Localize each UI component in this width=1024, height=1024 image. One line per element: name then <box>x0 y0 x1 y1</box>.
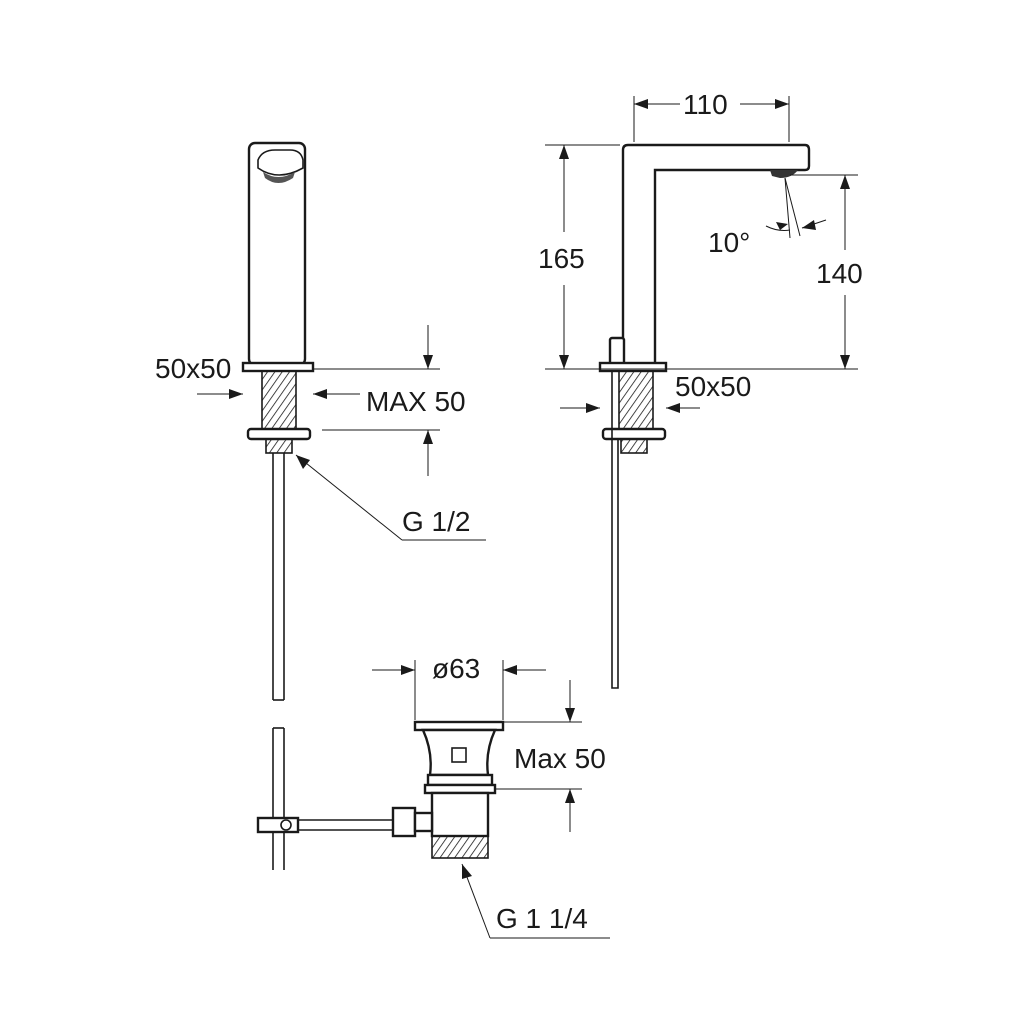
side-flange-arrow-left <box>586 403 600 413</box>
waste-dia-label: ø63 <box>432 653 480 684</box>
side-flange-label: 50x50 <box>675 371 751 402</box>
front-max-arrow-bottom <box>423 430 433 444</box>
waste-max-label: Max 50 <box>514 743 606 774</box>
front-thread-label: G 1/2 <box>402 506 470 537</box>
waste-assembly <box>256 720 505 859</box>
front-spout-outlet <box>257 149 304 176</box>
side-flange-arrow-right <box>666 403 680 413</box>
front-threaded-shank <box>261 370 297 430</box>
side-width-arrow-left <box>634 99 648 109</box>
front-dimensions: 50x50 MAX 50 G 1/2 <box>155 325 486 541</box>
side-supply-connector <box>620 438 648 454</box>
front-supply-connector <box>265 438 293 454</box>
waste-rod-clip-screw <box>280 819 292 831</box>
side-angle-arc-left <box>765 225 791 231</box>
waste-collar <box>426 773 494 787</box>
waste-max-arrow-top <box>565 708 575 722</box>
waste-lower-body <box>430 791 490 838</box>
front-base-flange <box>241 361 315 373</box>
side-base-flange <box>598 361 668 373</box>
front-fixing-nut <box>246 427 312 441</box>
side-view-faucet <box>598 143 811 689</box>
side-height-arrow-top <box>559 145 569 159</box>
waste-dia-arrow-right <box>503 665 517 675</box>
side-popup-lever <box>608 336 626 366</box>
front-max-label: MAX 50 <box>366 386 466 417</box>
side-dimensions: 110 165 140 10° 50x50 <box>538 89 863 413</box>
side-angle-jet <box>784 177 801 237</box>
side-threaded-shank <box>618 370 654 430</box>
side-faucet-body <box>621 143 811 366</box>
waste-max-arrow-bottom <box>565 789 575 803</box>
waste-nut-top <box>423 783 497 795</box>
side-height-arrow-bottom <box>559 355 569 369</box>
waste-thread <box>431 835 489 859</box>
waste-rod-clip <box>256 816 300 834</box>
waste-dimensions: ø63 Max 50 G 1 1/4 <box>372 653 610 939</box>
side-angle-label: 10° <box>708 227 750 258</box>
front-flange-arrow-left <box>229 389 243 399</box>
side-width-arrow-right <box>775 99 789 109</box>
waste-pivot-nut <box>391 806 417 838</box>
side-aerator <box>770 170 798 178</box>
waste-window <box>451 747 467 763</box>
side-popup-rod <box>611 371 619 689</box>
side-width-label: 110 <box>683 89 728 120</box>
side-spout-arrow-top <box>840 175 850 189</box>
front-faucet-body <box>247 141 307 367</box>
side-angle-vertical <box>784 177 791 239</box>
side-angle-arrow-right <box>802 220 816 230</box>
front-thread-arrow <box>296 455 310 469</box>
waste-dia-arrow-left <box>401 665 415 675</box>
front-flange-arrow-right <box>313 389 327 399</box>
front-aerator <box>263 172 295 183</box>
side-spout-arrow-bottom <box>840 355 850 369</box>
front-view-faucet <box>241 141 315 870</box>
side-height-label: 165 <box>538 243 585 274</box>
waste-thread-arrow <box>462 864 472 879</box>
front-flange-label: 50x50 <box>155 353 231 384</box>
waste-thread-label: G 1 1/4 <box>496 903 588 934</box>
waste-upper-body <box>421 728 497 777</box>
side-spout-label: 140 <box>816 258 863 289</box>
waste-pivot-housing <box>413 811 434 833</box>
front-thread-leader <box>295 454 403 541</box>
front-max-arrow-top <box>423 355 433 369</box>
side-angle-arrow-left <box>776 222 788 230</box>
